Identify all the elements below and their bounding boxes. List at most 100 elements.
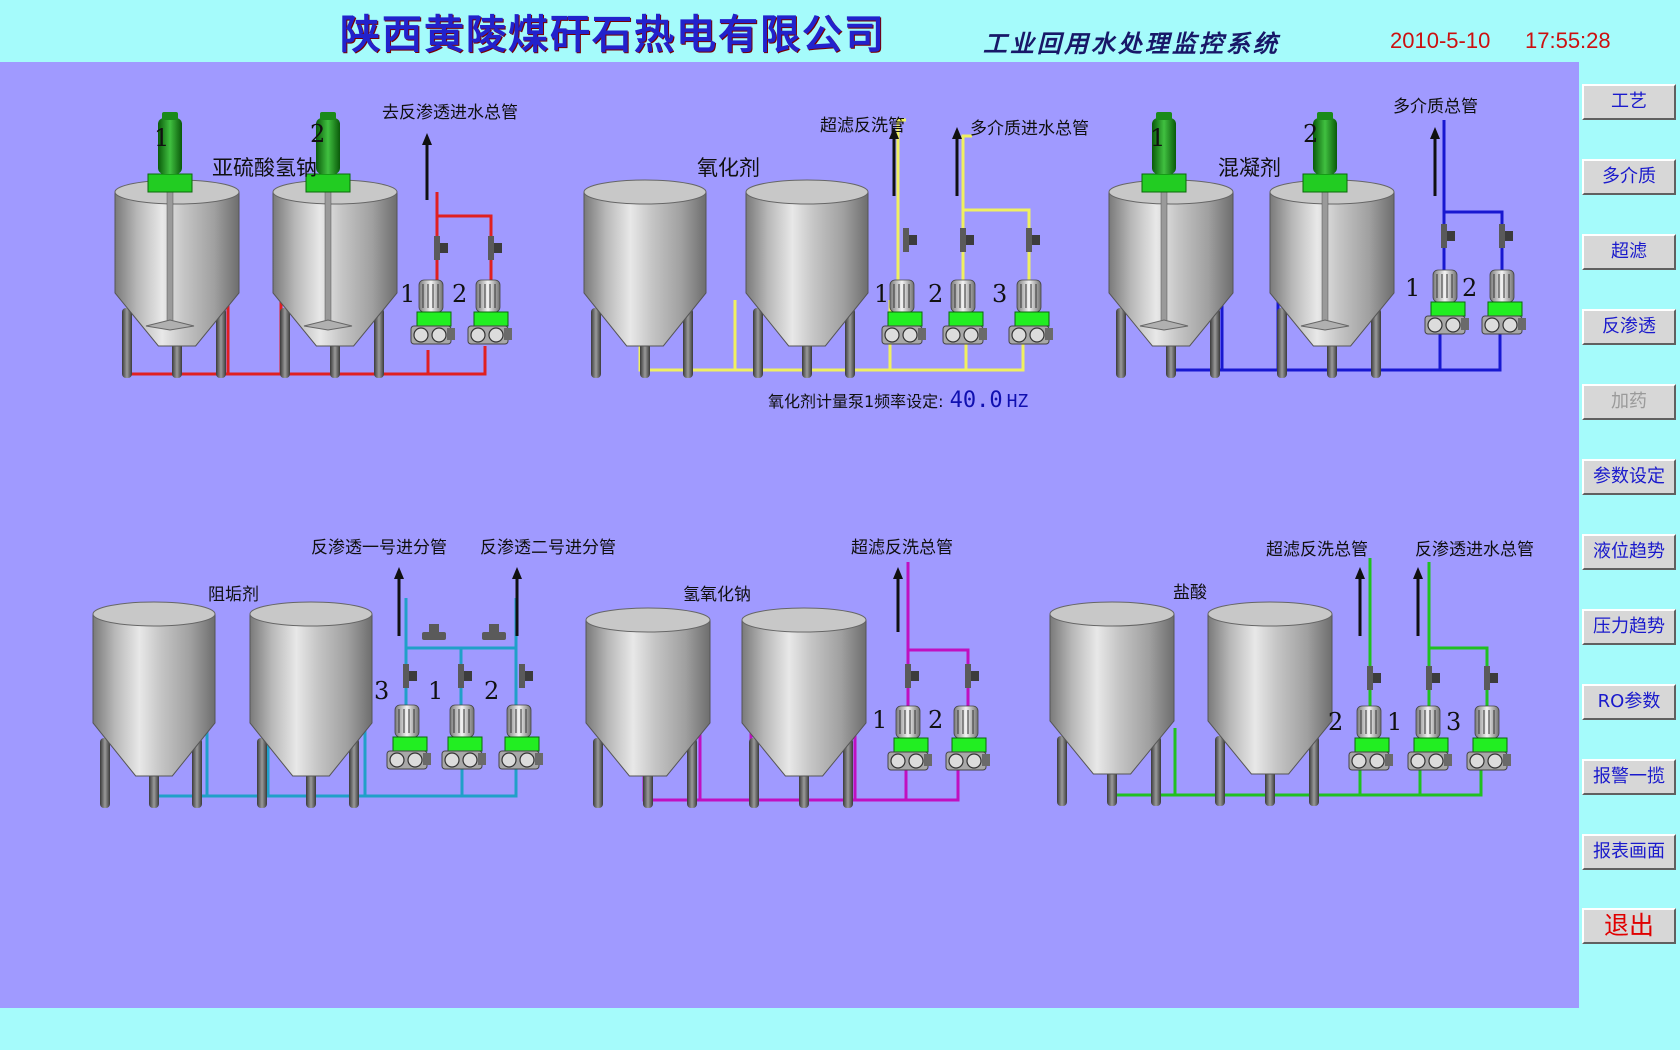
pump-status-indicator [447,736,483,752]
tank-number: 1 [154,124,170,152]
pump-flange-icon [902,327,918,343]
tank-leg [1116,308,1126,378]
pump-flange-icon [488,327,504,343]
pump-outlet [447,328,455,340]
agitator-motor-cap [320,112,336,120]
pump-outlet [924,754,932,766]
tank-number: 2 [1303,120,1319,148]
agitator-shaft [1160,187,1168,327]
storage-tank [741,607,867,808]
valve-handle [494,243,502,253]
pump-status-indicator [1472,737,1508,753]
pump-status-indicator [1014,311,1050,327]
tank-group [92,112,1395,808]
pipe [961,208,1031,285]
valve-icon [1499,224,1505,248]
valve-handle [1490,673,1498,683]
pump-number: 2 [484,677,500,705]
agitator-motor-cap [1317,112,1333,120]
tank-leg [1215,736,1225,806]
valve-icon [965,664,971,688]
pump-outlet [918,328,926,340]
pump-outlet [1518,318,1526,330]
nav-button-report-screen[interactable]: 报表画面 [1582,834,1676,870]
nav-button-pressure-trend[interactable]: 压力趋势 [1582,609,1676,645]
valve-icon [1367,666,1373,690]
pump-outlet [1461,318,1469,330]
nav-button-multimedia-filter[interactable]: 多介质 [1582,159,1676,195]
pump-flange-icon [1469,753,1485,769]
nav-button-parameter-settings[interactable]: 参数设定 [1582,459,1676,495]
frequency-value[interactable]: 40.0 [949,388,1003,413]
tank-leg [1057,736,1067,806]
pump-number: 3 [374,677,390,705]
valve-icon [403,664,409,688]
pipe-label-ro-inlet-main: 反渗透进水总管 [1415,540,1534,560]
pump-number: 1 [1405,274,1421,302]
pump-flange-icon [501,752,517,768]
nav-button-dosing[interactable]: 加药 [1582,384,1676,420]
valve-icon [960,228,966,252]
storage-tank [114,112,240,378]
nav-button-exit[interactable]: 退出 [1582,908,1676,944]
pump-flange-icon [1351,753,1367,769]
valve-handle [1432,673,1440,683]
agitator-shaft [1321,187,1329,327]
nav-button-ro-parameters[interactable]: RO参数 [1582,684,1676,720]
pipe-network [123,118,1513,802]
agitator-mount [1302,173,1348,193]
pipe-label-uf-backwash: 超滤反洗管 [820,116,905,136]
pump-flange-icon [1029,327,1045,343]
dosing-pump [942,279,987,345]
pump-number: 1 [872,706,888,734]
nav-button-reverse-osmosis[interactable]: 反渗透 [1582,309,1676,345]
unit-label-coagulant: 混凝剂 [1218,156,1281,180]
tank-leg [749,738,759,808]
pipe-label-ro1-branch: 反渗透一号进分管 [311,538,447,558]
storage-tank [1269,112,1395,378]
storage-tank [249,601,373,808]
pump-number: 2 [452,280,468,308]
tank-lid [1207,601,1333,627]
agitator-blade [145,319,195,331]
pump-flange-icon [1428,753,1444,769]
agitator-shaft [166,187,174,327]
pump-status-indicator [948,311,984,327]
pump-flange-icon [908,753,924,769]
valve-handle [966,235,974,245]
agitator-motor-cap [162,112,178,120]
tank-leg [1151,736,1161,806]
tank-leg [349,738,359,808]
flow-arrow-head [889,127,899,139]
unit-label-antiscalant: 阻垢剂 [208,585,259,605]
nav-button-ultrafiltration[interactable]: 超滤 [1582,234,1676,270]
pump-flange-icon [519,752,535,768]
pump-flange-icon [1427,317,1443,333]
pump-flange-icon [1410,753,1426,769]
tank-leg [1277,308,1287,378]
pump-status-indicator [1413,737,1449,753]
nav-button-level-trend[interactable]: 液位趋势 [1582,534,1676,570]
valve-icon [905,664,911,688]
pipe [961,134,972,210]
tank-leg [593,738,603,808]
dosing-pump [1348,705,1393,771]
tank-leg [687,738,697,808]
valve-icon [519,664,525,688]
pump-flange-icon [407,752,423,768]
nav-button-alarm-overview[interactable]: 报警一揽 [1582,759,1676,795]
pump-number: 1 [400,280,416,308]
agitator-mount [1141,173,1187,193]
pump-flange-icon [1502,317,1518,333]
pump-flange-icon [470,327,486,343]
tank-leg [683,308,693,378]
valve-handle [909,235,917,245]
valve-handle [971,671,979,681]
pump-flange-icon [963,327,979,343]
dosing-pump [1424,269,1469,335]
pump-outlet [979,328,987,340]
dosing-pump [945,705,990,771]
pipe-label-uf-backwash-main-hcl: 超滤反洗总管 [1266,540,1368,560]
nav-button-process[interactable]: 工艺 [1582,84,1676,120]
